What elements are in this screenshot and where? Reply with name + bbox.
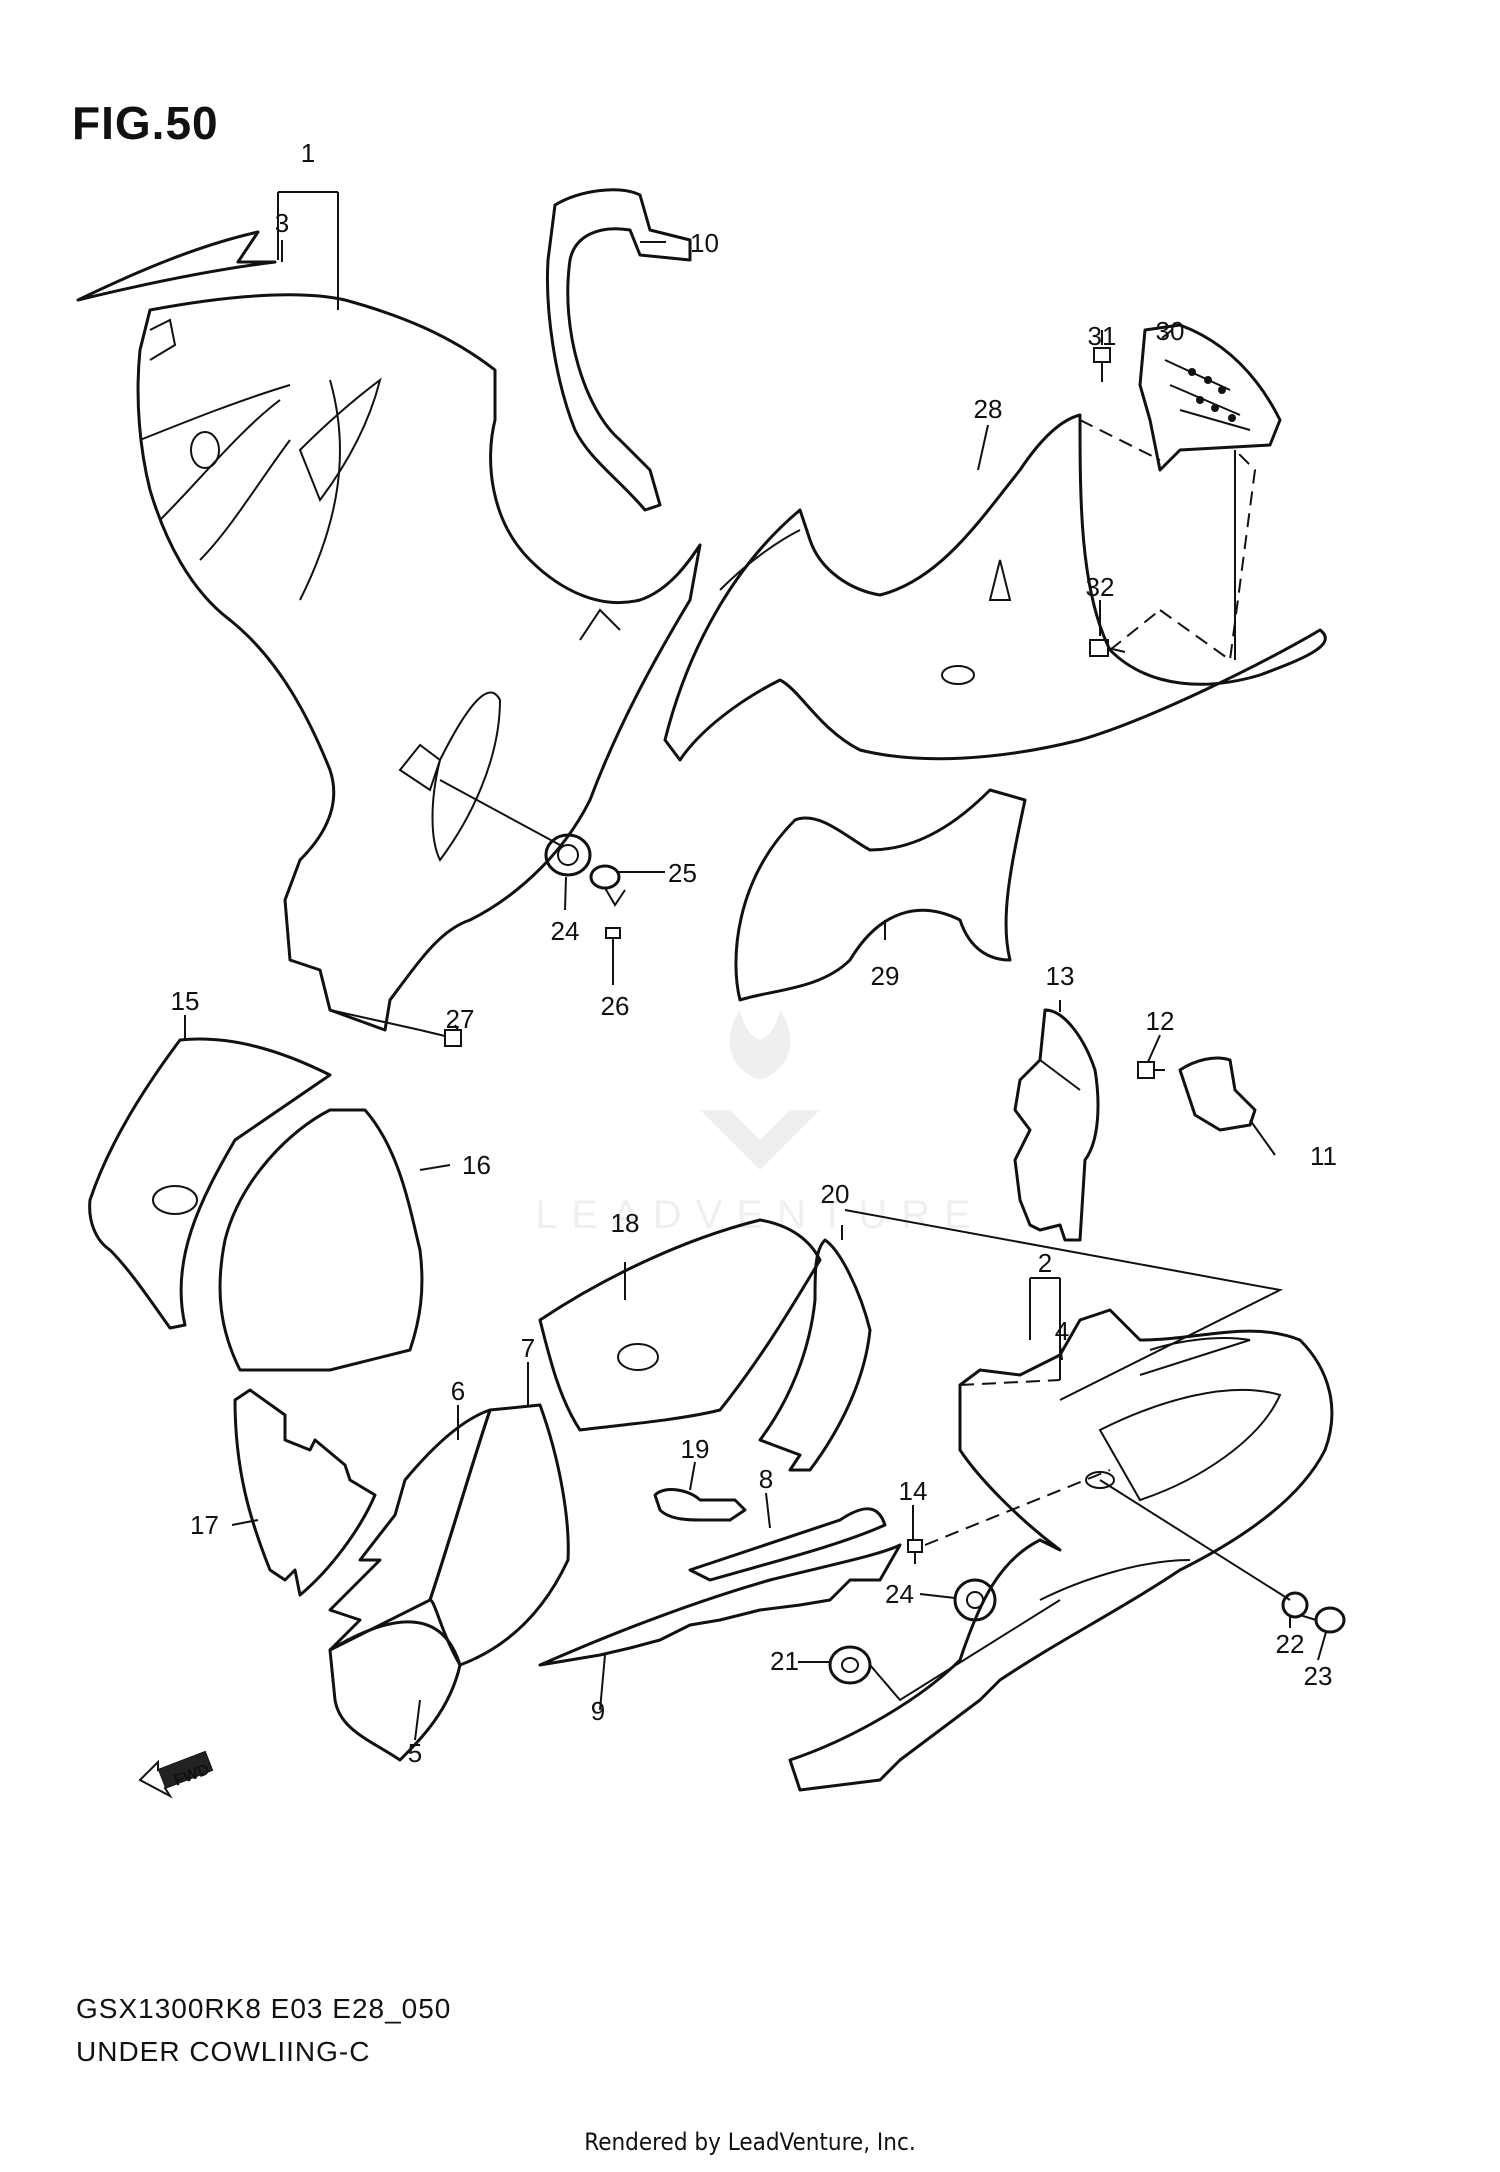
part-16-inner-cover <box>218 1108 424 1372</box>
label-part-27: 27 <box>446 1004 475 1034</box>
watermark-text: LEADVENTURE <box>535 1193 985 1237</box>
label-part-26: 26 <box>601 991 630 1021</box>
part-22-washer <box>1281 1591 1309 1619</box>
part-13-side-panel <box>1013 1008 1100 1242</box>
label-part-17: 17 <box>190 1510 219 1540</box>
label-part-30: 30 <box>1156 316 1185 346</box>
label-part-11: 11 <box>1310 1141 1337 1171</box>
label-part-20: 20 <box>821 1179 850 1209</box>
label-part-9: 9 <box>591 1696 605 1726</box>
part-5-shield <box>328 1620 462 1762</box>
part-10-bracket <box>546 188 692 512</box>
figure-title: FIG.50 <box>72 97 219 149</box>
label-part-21: 21 <box>770 1646 799 1676</box>
label-part-12: 12 <box>1146 1006 1175 1036</box>
assembly-line-14 <box>924 1469 1111 1546</box>
part-6-shield <box>328 1408 492 1652</box>
part-7-shield <box>428 1403 570 1667</box>
part-26-screw <box>605 927 621 950</box>
part-30-bracket-panel <box>1138 323 1282 472</box>
label-part-3: 3 <box>275 208 289 238</box>
label-part-6: 6 <box>451 1376 465 1406</box>
label-part-29: 29 <box>871 961 900 991</box>
label-part-28: 28 <box>974 394 1003 424</box>
label-part-7: 7 <box>521 1333 535 1363</box>
part-3-decal <box>76 230 277 302</box>
label-part-5: 5 <box>408 1738 422 1768</box>
part-8-strip <box>688 1507 887 1582</box>
label-part-24-upper: 24 <box>551 916 580 946</box>
assembly-line-20 <box>844 1209 1284 1401</box>
part-1-side-cowling <box>136 293 702 1032</box>
part-19-tube <box>653 1488 747 1522</box>
part-28-lower-cowling <box>663 413 1327 762</box>
label-part-10: 10 <box>690 228 719 258</box>
assembly-line-23 <box>1099 1479 1291 1601</box>
fwd-direction-arrow: FWD <box>138 1750 214 1799</box>
part-24-grommet-upper <box>544 833 592 877</box>
part-24-grommet-lower <box>953 1578 997 1622</box>
label-part-31: 31 <box>1088 321 1117 351</box>
part-number-labels: 1 3 10 31 30 28 32 24 25 26 29 13 12 27 … <box>171 138 1337 1768</box>
part-17-small-panel <box>233 1388 377 1597</box>
part-11-bracket <box>1178 1056 1257 1132</box>
part-31-screw <box>1093 347 1111 382</box>
part-27-screw <box>419 1029 462 1047</box>
section-name: UNDER COWLIING-C <box>76 2036 371 2067</box>
label-part-4: 4 <box>1055 1316 1069 1346</box>
label-part-15: 15 <box>171 986 200 1016</box>
label-part-8: 8 <box>759 1464 773 1494</box>
label-part-23: 23 <box>1304 1661 1333 1691</box>
callout-leaders <box>184 191 1327 1741</box>
part-27-link <box>329 1009 421 1031</box>
assembly-line-21 <box>869 1599 1061 1702</box>
part-20-strip <box>758 1238 872 1472</box>
part-12-screw <box>1137 1061 1165 1079</box>
part-2-under-cowling <box>788 1308 1334 1792</box>
label-part-16: 16 <box>462 1150 491 1180</box>
part-29-inner-panel <box>734 788 1027 1002</box>
watermark-logo: LEADVENTURE <box>535 1010 985 1237</box>
footer-credit: Rendered by LeadVenture, Inc. <box>584 2128 916 2156</box>
label-part-1: 1 <box>301 138 315 168</box>
assembly-line-24 <box>439 779 561 846</box>
part-25-clip <box>589 864 626 907</box>
label-part-19: 19 <box>681 1434 710 1464</box>
label-part-22: 22 <box>1276 1629 1305 1659</box>
part-15-cover-panel <box>88 1037 332 1330</box>
part-9-strip <box>538 1543 902 1667</box>
assembly-line-2 <box>959 1379 1061 1386</box>
label-part-2: 2 <box>1038 1248 1052 1278</box>
label-part-14: 14 <box>899 1476 928 1506</box>
model-code: GSX1300RK8 E03 E28_050 <box>76 1993 452 2024</box>
part-18-tray-panel <box>538 1218 822 1432</box>
part-23-screw <box>1299 1606 1346 1634</box>
assembly-line-30 <box>1079 419 1257 662</box>
part-21-grommet <box>828 1645 872 1685</box>
part-14-screw <box>907 1539 923 1564</box>
label-part-18: 18 <box>611 1208 640 1238</box>
label-part-13: 13 <box>1046 961 1075 991</box>
label-part-25: 25 <box>668 858 697 888</box>
label-part-32: 32 <box>1086 572 1115 602</box>
label-part-24-lower: 24 <box>885 1579 914 1609</box>
